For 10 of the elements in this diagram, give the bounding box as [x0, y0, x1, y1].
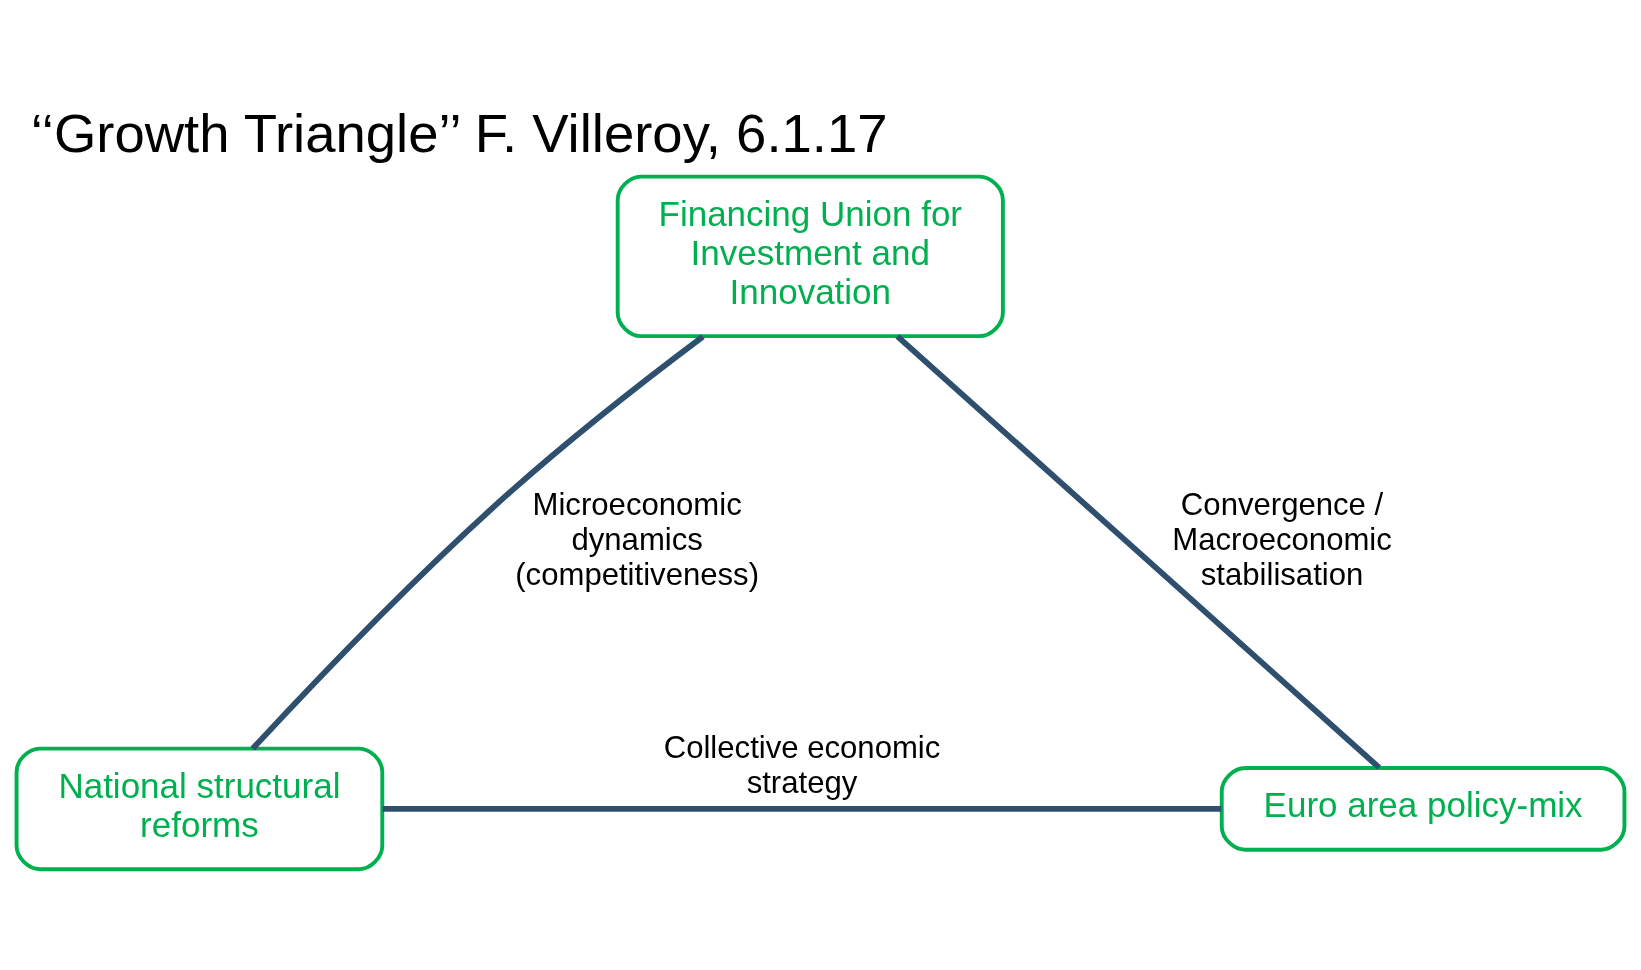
diagram-title: ‘‘Growth Triangle’’ F. Villeroy, 6.1.17 [30, 103, 888, 165]
connector [250, 334, 705, 751]
connector [382, 806, 1222, 812]
edge-label: Collective economic strategy [663, 729, 941, 800]
connector [895, 334, 1382, 770]
node-box: National structural reforms [14, 746, 385, 872]
edge-label: Convergence / Macroeconomic stabilisation [1172, 486, 1392, 592]
node-box: Euro area policy-mix [1219, 766, 1627, 852]
edge-label: Microeconomic dynamics (competitiveness) [515, 486, 760, 592]
node-box: Financing Union for Investment and Innovation [615, 174, 1005, 339]
